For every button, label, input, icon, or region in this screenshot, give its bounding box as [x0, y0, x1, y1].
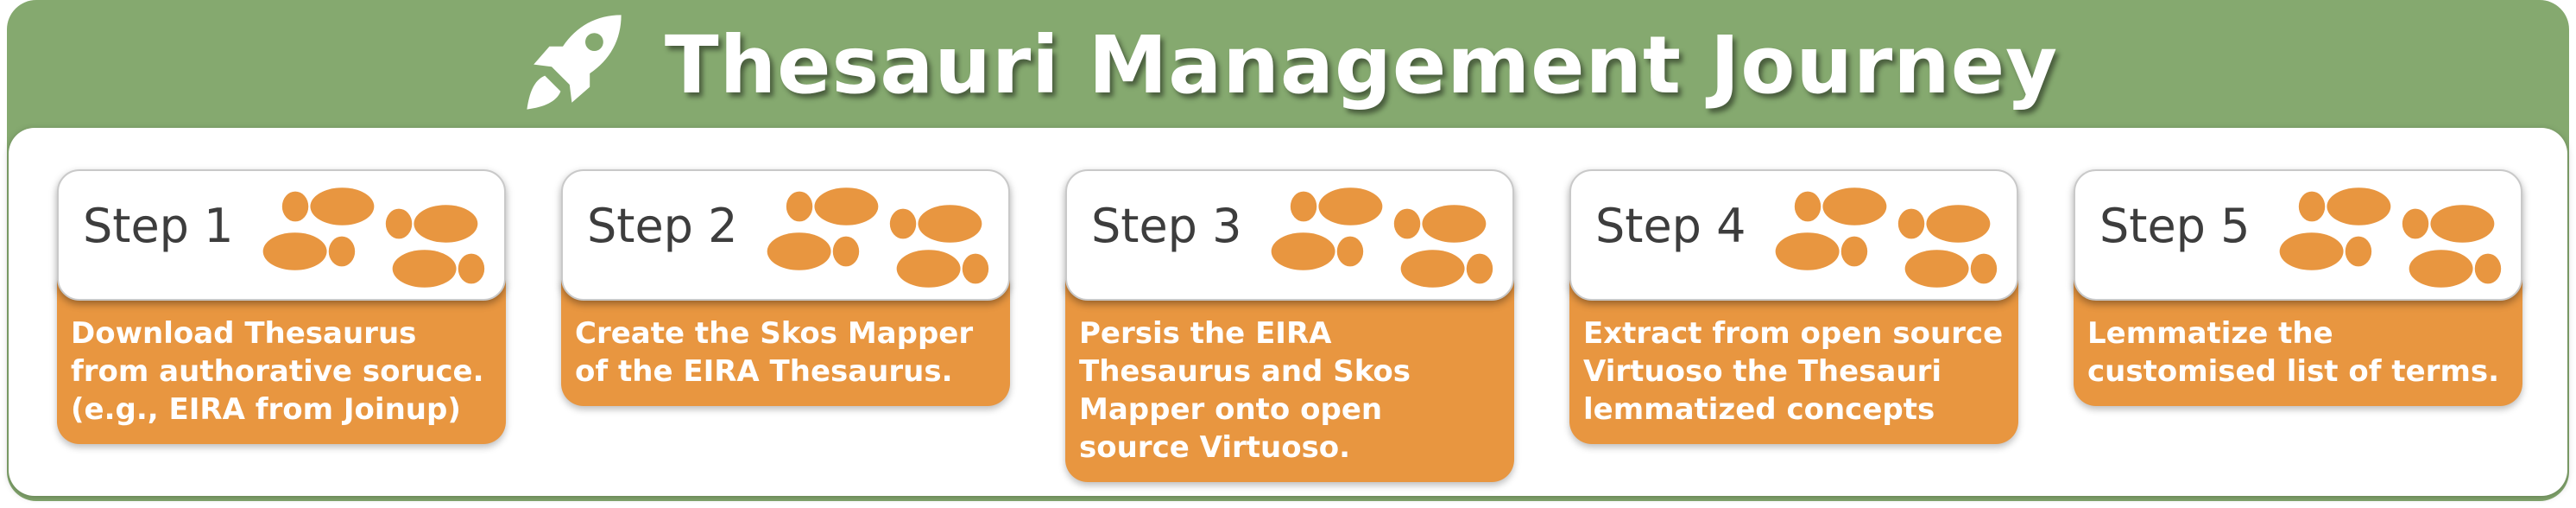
step-description: Lemmatize the customised list of terms.: [2074, 280, 2522, 406]
step-header: Step 3: [1065, 169, 1514, 301]
step-label: Step 3: [1091, 199, 1242, 253]
footprints-icon: [1271, 187, 1493, 288]
step-label: Step 1: [83, 199, 234, 253]
step-header: Step 5: [2074, 169, 2522, 301]
step-label: Step 5: [2099, 199, 2251, 253]
step-label: Step 2: [587, 199, 738, 253]
step-card-4: Step 4 Extract from open source Virtuoso…: [1569, 169, 2018, 444]
step-label: Step 4: [1595, 199, 1746, 253]
step-description: Create the Skos Mapper of the EIRA Thesa…: [561, 280, 1010, 406]
step-description: Download Thesaurus from authorative soru…: [57, 280, 506, 444]
step-card-1: Step 1 Download Thesaurus from authorati…: [57, 169, 506, 444]
step-description: Extract from open source Virtuoso the Th…: [1569, 280, 2018, 444]
step-card-3: Step 3 Persis the EIRA Thesaurus and Sko…: [1065, 169, 1514, 482]
footprints-icon: [1775, 187, 1998, 288]
footprints-icon: [767, 187, 989, 288]
header: Thesauri Management Journey: [0, 0, 2576, 130]
rocket-icon: [527, 15, 622, 110]
step-description: Persis the EIRA Thesaurus and Skos Mappe…: [1065, 280, 1514, 482]
footprints-icon: [262, 187, 485, 288]
step-header: Step 1: [57, 169, 506, 301]
step-card-2: Step 2 Create the Skos Mapper of the EIR…: [561, 169, 1010, 406]
footprints-icon: [2279, 187, 2502, 288]
step-header: Step 2: [561, 169, 1010, 301]
step-header: Step 4: [1569, 169, 2018, 301]
page-title: Thesauri Management Journey: [664, 18, 2059, 111]
step-card-5: Step 5 Lemmatize the customised list of …: [2074, 169, 2522, 406]
